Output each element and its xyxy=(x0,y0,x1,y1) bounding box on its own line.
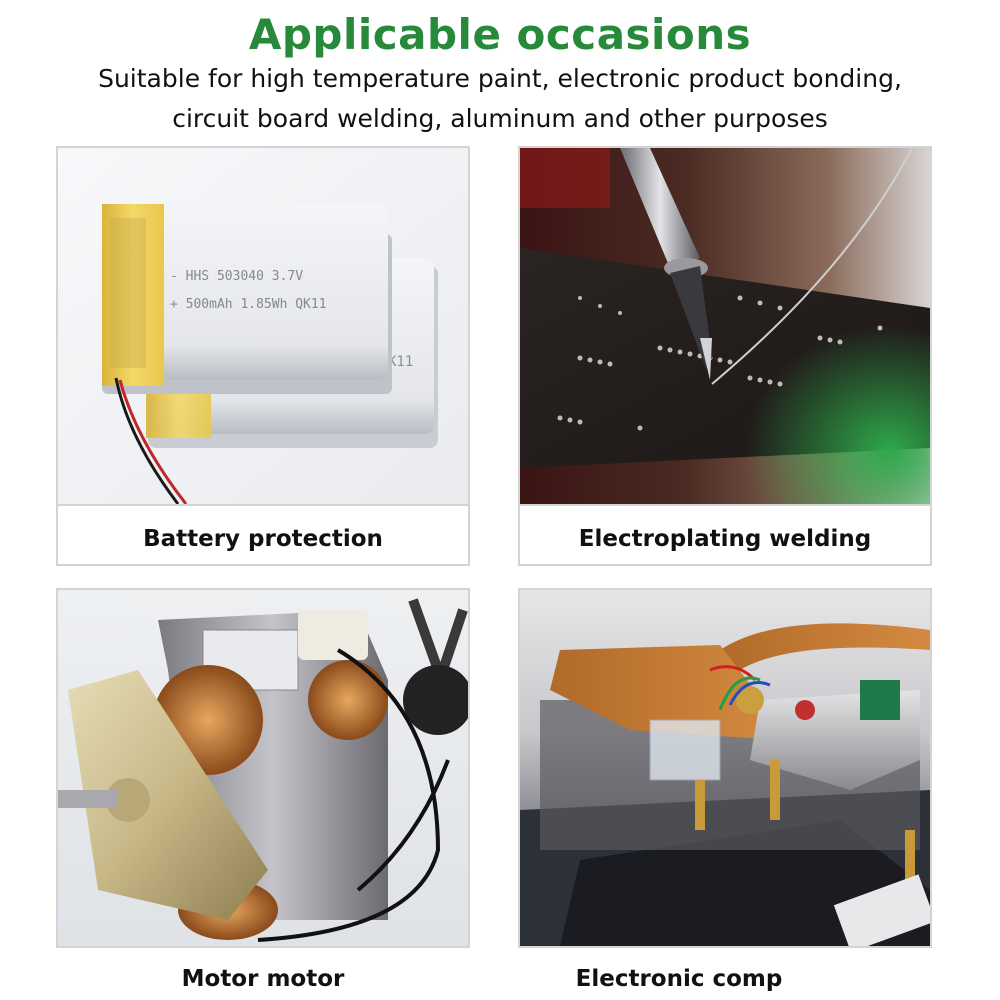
card-caption: Motor motor xyxy=(181,966,345,992)
battery-label-line-2: + 500mAh 1.85Wh QK11 xyxy=(170,297,327,312)
caption-divider xyxy=(58,946,468,948)
electronic-components-photo xyxy=(520,590,930,946)
page-subtitle-line-1: Suitable for high temperature paint, ele… xyxy=(98,64,902,93)
caption-divider xyxy=(58,504,468,506)
card-caption: Electroplating welding xyxy=(578,526,872,552)
card-caption: Battery protection xyxy=(143,526,383,552)
card-electroplating-welding: Electroplating welding xyxy=(518,146,932,566)
page-title: Applicable occasions xyxy=(248,10,752,59)
caption-divider xyxy=(520,504,930,506)
motor-photo xyxy=(58,590,468,946)
battery-photo: K11 - HHS 503040 3.7V + 500mAh 1.85Wh QK… xyxy=(58,148,468,504)
card-battery-protection: K11 - HHS 503040 3.7V + 500mAh 1.85Wh QK… xyxy=(56,146,470,566)
card-electronic-components xyxy=(518,588,932,948)
soldering-photo xyxy=(520,148,930,504)
card-caption: Electronic comp xyxy=(575,966,783,992)
card-motor xyxy=(56,588,470,948)
battery-label-line-1: - HHS 503040 3.7V xyxy=(170,269,303,284)
battery-back-label: K11 xyxy=(388,354,413,370)
page-subtitle-line-2: circuit board welding, aluminum and othe… xyxy=(172,104,828,133)
caption-divider xyxy=(520,946,930,948)
